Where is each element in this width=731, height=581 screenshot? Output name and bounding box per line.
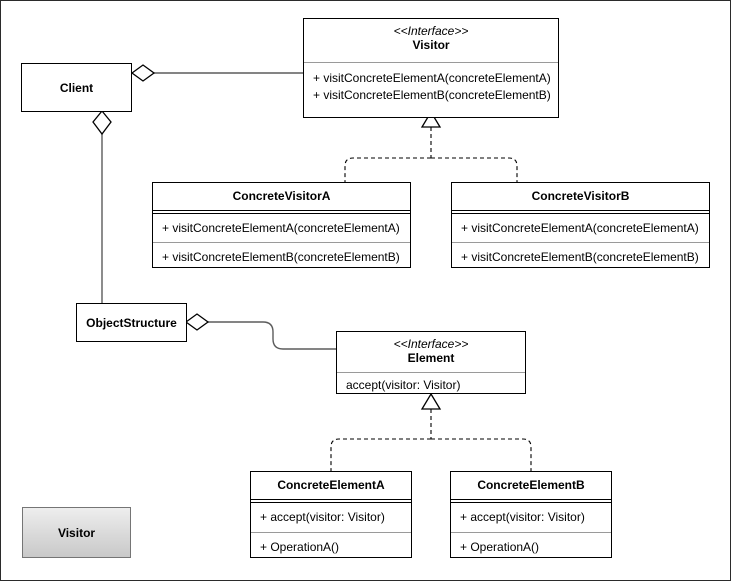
edge-concreteelementb-element: [431, 438, 532, 471]
edge-concretevisitora-visitor: [344, 157, 431, 182]
class-visitor[interactable]: <<Interface>> Visitor + visitConcreteEle…: [303, 18, 559, 118]
edge-objectstructure-element: [208, 321, 336, 350]
method-row: + accept(visitor: Visitor): [260, 510, 385, 524]
method-row: + visitConcreteElementA(concreteElementA…: [162, 221, 400, 235]
method-row: + visitConcreteElementB(concreteElementB…: [461, 250, 699, 264]
class-concretevisitora-name: ConcreteVisitorA: [232, 189, 331, 203]
class-concreteelementb-title: ConcreteElementB: [451, 472, 611, 499]
class-client-title: Client: [59, 80, 94, 95]
compartment-separator: [451, 499, 611, 503]
class-element-methods: accept(visitor: Visitor): [337, 372, 525, 398]
compartment-separator: [153, 210, 410, 214]
method-row: + visitConcreteElementA(concreteElementA…: [313, 71, 551, 85]
class-concretevisitorb-method-2: + visitConcreteElementB(concreteElementB…: [452, 242, 709, 269]
class-visitor-methods: + visitConcreteElementA(concreteElementA…: [304, 62, 558, 110]
method-row: + visitConcreteElementA(concreteElementA…: [461, 221, 699, 235]
class-element-name: Element: [407, 351, 455, 365]
method-row: accept(visitor: Visitor): [346, 378, 461, 392]
class-visitor-stereotype: <<Interface>>: [393, 24, 469, 38]
class-concretevisitora-title: ConcreteVisitorA: [153, 183, 410, 210]
class-visitor-name: Visitor: [412, 38, 450, 52]
class-visitor-title: <<Interface>> Visitor: [304, 19, 558, 62]
compartment-separator: [251, 499, 411, 503]
aggregation-diamond-objectstructure-element: [184, 313, 210, 331]
class-concreteelementa[interactable]: ConcreteElementA + accept(visitor: Visit…: [250, 471, 412, 558]
edge-concretevisitorb-visitor: [431, 157, 518, 182]
class-client[interactable]: Client: [21, 63, 132, 112]
class-concreteelementb[interactable]: ConcreteElementB + accept(visitor: Visit…: [450, 471, 612, 558]
class-concretevisitora[interactable]: ConcreteVisitorA + visitConcreteElementA…: [152, 182, 411, 268]
method-row: + visitConcreteElementB(concreteElementB…: [313, 88, 551, 102]
aggregation-diamond-client-objectstructure: [92, 109, 112, 136]
class-objectstructure[interactable]: ObjectStructure: [76, 303, 187, 342]
method-row: + visitConcreteElementB(concreteElementB…: [162, 250, 400, 264]
class-element-stereotype: <<Interface>>: [393, 337, 469, 351]
class-concretevisitorb[interactable]: ConcreteVisitorB + visitConcreteElementA…: [451, 182, 710, 268]
class-concretevisitorb-title: ConcreteVisitorB: [452, 183, 709, 210]
class-concretevisitora-method-2: + visitConcreteElementB(concreteElementB…: [153, 242, 410, 269]
class-concreteelementa-method-2: + OperationA(): [251, 532, 411, 559]
method-row: + OperationA(): [460, 540, 540, 554]
class-concretevisitorb-name: ConcreteVisitorB: [531, 189, 630, 203]
class-concreteelementa-title: ConcreteElementA: [251, 472, 411, 499]
class-concreteelementb-name: ConcreteElementB: [477, 478, 585, 492]
compartment-separator: [452, 210, 709, 214]
class-concreteelementb-method-1: + accept(visitor: Visitor): [451, 503, 611, 532]
class-concreteelementa-name: ConcreteElementA: [277, 478, 385, 492]
method-row: + OperationA(): [260, 540, 340, 554]
class-objectstructure-title: ObjectStructure: [86, 315, 177, 330]
class-element-title: <<Interface>> Element: [337, 332, 525, 372]
class-concretevisitorb-method-1: + visitConcreteElementA(concreteElementA…: [452, 214, 709, 242]
class-concreteelementb-method-2: + OperationA(): [451, 532, 611, 559]
pattern-legend-label: Visitor: [57, 525, 96, 540]
class-element[interactable]: <<Interface>> Element accept(visitor: Vi…: [336, 331, 526, 394]
aggregation-diamond-client-visitor: [130, 64, 156, 82]
method-row: + accept(visitor: Visitor): [460, 510, 585, 524]
edge-concreteelementa-element: [330, 438, 431, 471]
pattern-legend-box[interactable]: Visitor: [22, 507, 131, 558]
class-concreteelementa-method-1: + accept(visitor: Visitor): [251, 503, 411, 532]
class-concretevisitora-method-1: + visitConcreteElementA(concreteElementA…: [153, 214, 410, 242]
